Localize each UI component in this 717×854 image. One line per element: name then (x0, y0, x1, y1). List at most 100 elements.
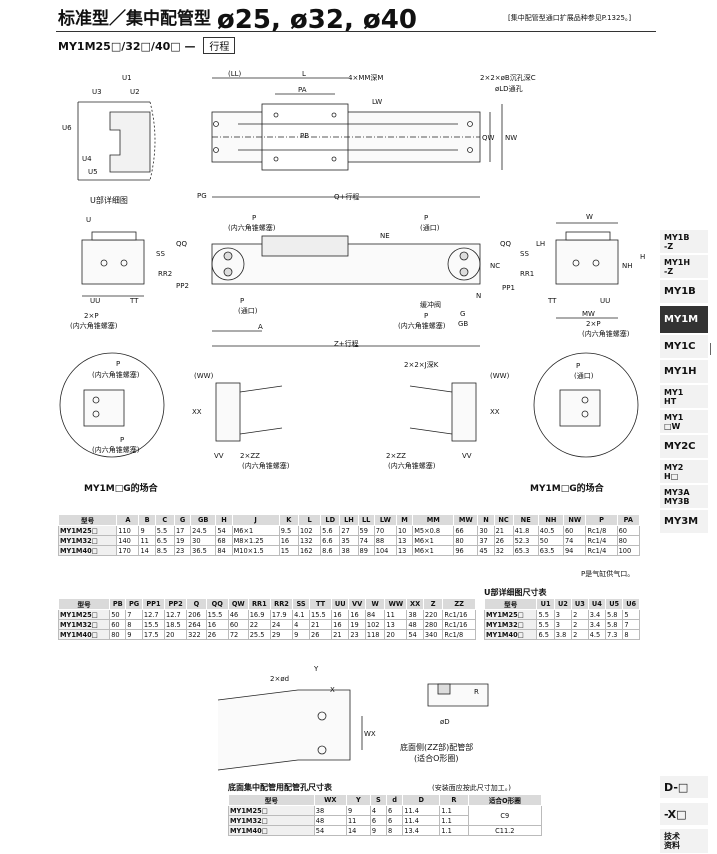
table-cell: 54 (406, 629, 424, 640)
column-header: UU (331, 598, 350, 610)
column-header: NE (512, 514, 539, 526)
table-cell: 22 (247, 619, 271, 630)
tab-label: MY3A MY3B (664, 487, 690, 506)
table-cell: 2 (571, 619, 589, 630)
model-cell: MY1M25□ (57, 609, 111, 620)
stroke-box: 行程 (203, 37, 236, 54)
tab-options[interactable]: -X□ (660, 803, 708, 825)
table-cell: 12.7 (141, 609, 166, 620)
table-cell: 16 (205, 619, 229, 630)
p-label-top-left: P (252, 214, 257, 222)
table-cell: 32 (493, 545, 514, 556)
g-left-body-lines (239, 385, 283, 435)
table-cell: 8 (622, 629, 640, 640)
tab-my1h[interactable]: MY1H (660, 360, 708, 384)
p-label-front-right: P (424, 312, 429, 320)
table-cell: 9 (125, 629, 143, 640)
g-right-port-1 (581, 396, 589, 404)
tab-my1c[interactable]: MY1C (660, 335, 708, 359)
tab-my1h-z[interactable]: MY1H -Z (660, 255, 708, 279)
right-end-body (555, 239, 619, 285)
column-header: 型号 (57, 598, 111, 610)
tab-my1-w[interactable]: MY1 □W (660, 410, 708, 434)
tab-technical-data[interactable]: 技术 资料 (660, 829, 708, 853)
p-label-front: P (240, 297, 245, 305)
column-header: GB (190, 514, 217, 526)
right-cap-port-2 (459, 267, 469, 277)
table-cell: 5.5 (536, 619, 555, 630)
table-cell: 30 (190, 535, 217, 546)
tab-label: -X□ (664, 807, 687, 821)
g-label: G (460, 310, 466, 318)
column-header: C (154, 514, 175, 526)
table-cell: 102 (364, 619, 386, 630)
tab-label: 技术 资料 (664, 832, 680, 850)
tab-my3a-my3b[interactable]: MY3A MY3B (660, 485, 708, 509)
tab-switches[interactable]: D-□ (660, 776, 708, 798)
port-expansion-note: [集中配管型通口扩展品种参见P.1325。] (508, 14, 632, 22)
table-cell: 50 (537, 535, 564, 546)
table-cell: 11 (138, 535, 156, 546)
column-header: PP1 (141, 598, 166, 610)
a-label: A (258, 323, 263, 331)
pp2-label: PP2 (176, 282, 189, 290)
table-cell: 16 (348, 609, 366, 620)
column-header: U3 (571, 598, 589, 610)
table-cell: 16.9 (247, 609, 271, 620)
table-cell: 4 (292, 619, 311, 630)
vv-label-left: VV (214, 452, 224, 460)
tab-my2-h[interactable]: MY2 H□ (660, 460, 708, 484)
tab-my1b-z[interactable]: MY1B -Z (660, 230, 708, 254)
tab-my1m[interactable]: MY1M (660, 306, 708, 334)
table-cell: 30 (477, 525, 495, 536)
l-label: L (302, 70, 306, 78)
table-cell: 5.8 (605, 619, 624, 630)
od-label: øD (440, 718, 450, 726)
table-cell: 1.1 (439, 815, 469, 826)
tab-my2c[interactable]: MY2C (660, 435, 708, 459)
tab-my3m[interactable]: MY3M (660, 510, 708, 534)
table-cell: 14 (345, 825, 371, 836)
tab-label: MY1C (664, 341, 696, 352)
rr2-label: RR2 (158, 270, 173, 278)
tab-label: MY2C (664, 441, 696, 452)
column-header: B (138, 514, 156, 526)
model-cell: MY1M32□ (57, 535, 118, 546)
g-case-left-caption: MY1M□G的场合 (84, 484, 158, 494)
table-cell: 40.5 (537, 525, 564, 536)
table-cell: 50 (109, 609, 127, 620)
y-label: Y (314, 665, 319, 673)
tab-label: MY2 H□ (664, 462, 684, 481)
ne-label: NE (380, 232, 390, 240)
table-cell: 80 (616, 535, 641, 546)
column-header: QQ (205, 598, 229, 610)
model-cell: MY1M32□ (228, 815, 315, 826)
u-detail-slot (109, 111, 151, 173)
column-header: PG (125, 598, 143, 610)
tab-label: MY1B (664, 286, 696, 297)
tab-my1b[interactable]: MY1B (660, 280, 708, 304)
table-cell: 45 (477, 545, 495, 556)
table-cell: M8×1.25 (231, 535, 280, 546)
tab-my1-ht[interactable]: MY1 HT (660, 385, 708, 409)
table-cell: 74 (357, 535, 375, 546)
table-cell: 21 (331, 629, 350, 640)
table-cell: 206 (186, 609, 207, 620)
two-p-left: 2×P (84, 312, 99, 320)
table-cell: 65.3 (512, 545, 539, 556)
table-cell: M10×1.5 (231, 545, 280, 556)
oring-detail-body (427, 683, 489, 707)
table-cell: 96 (453, 545, 479, 556)
table-cell: 7 (622, 619, 640, 630)
pb-label: PB (300, 132, 310, 140)
table-cell: M6×1 (231, 525, 280, 536)
table-cell: 26 (205, 629, 229, 640)
table-cell: 89 (357, 545, 375, 556)
column-header: VV (348, 598, 366, 610)
tt-label-left: TT (130, 297, 139, 305)
bottom-port-caption-2: (适合O形圈) (414, 754, 459, 763)
